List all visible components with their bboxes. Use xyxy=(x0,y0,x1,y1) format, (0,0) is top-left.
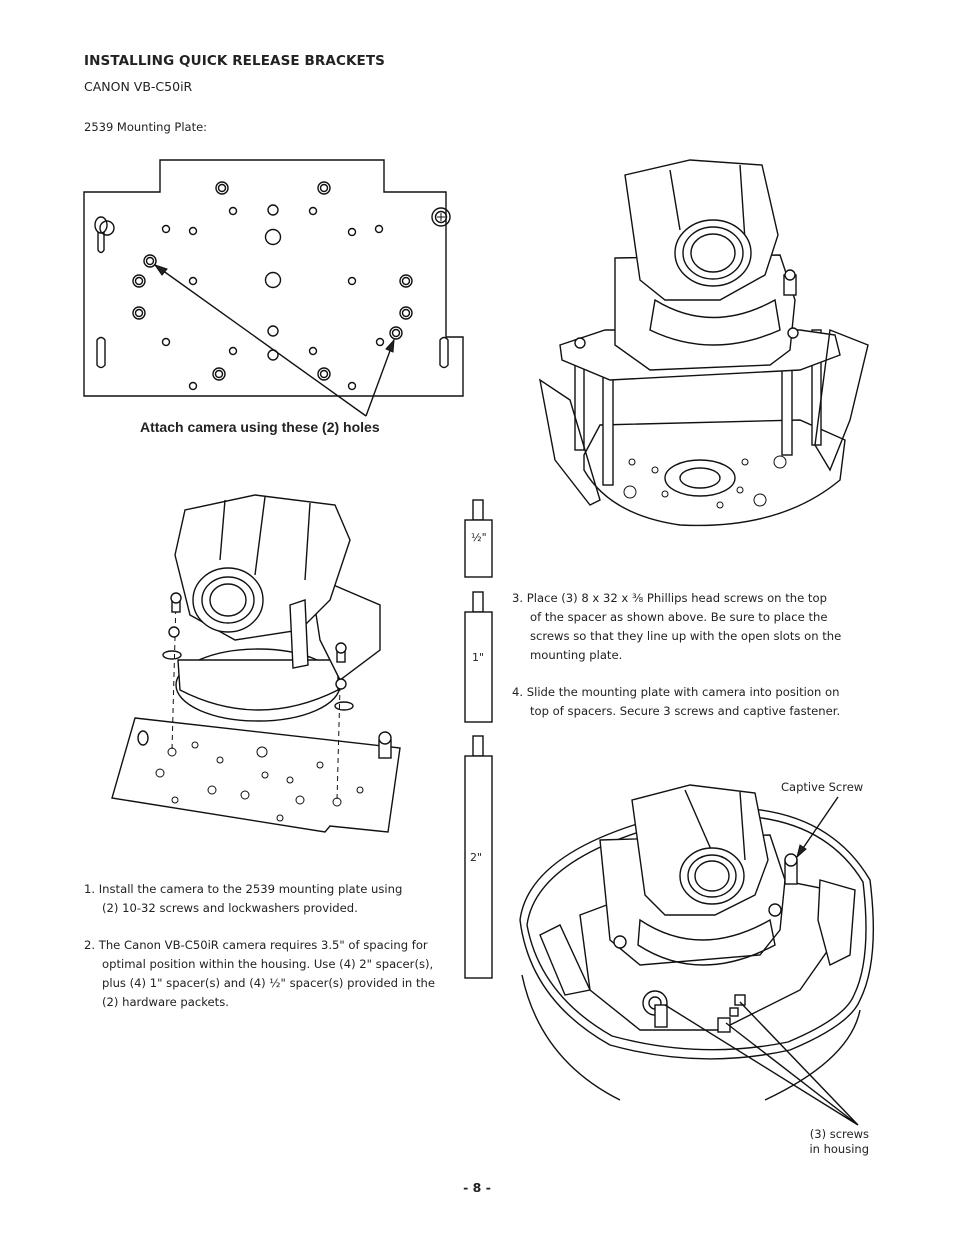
step-2-line-1: 2. The Canon VB-C50iR camera requires 3.… xyxy=(84,938,428,952)
step-2-line-2: optimal position within the housing. Use… xyxy=(102,957,434,971)
page-number: - 8 - xyxy=(463,1180,491,1195)
step-2: 2. The Canon VB-C50iR camera requires 3.… xyxy=(84,936,454,1012)
step-3-line-4: mounting plate. xyxy=(530,648,623,662)
step-4-line-1: 4. Slide the mounting plate with camera … xyxy=(512,685,840,699)
step-3-line-2: of the spacer as shown above. Be sure to… xyxy=(530,610,828,624)
step-3: 3. Place (3) 8 x 32 x ⅜ Phillips head sc… xyxy=(512,589,872,665)
spacer-one-inch xyxy=(464,591,493,723)
section-heading: INSTALLING QUICK RELEASE BRACKETS xyxy=(84,53,385,69)
spacer-half-inch xyxy=(464,499,493,578)
captive-screw-callout: Captive Screw xyxy=(781,780,864,794)
housing-screws-callout: (3) screws in housing xyxy=(805,1127,869,1157)
spacer-two-inch xyxy=(464,735,493,979)
camera-model: CANON VB-C50iR xyxy=(84,79,193,94)
plate-label: 2539 Mounting Plate: xyxy=(84,120,208,134)
step-1-line-2: (2) 10-32 screws and lockwashers provide… xyxy=(102,901,358,915)
step-1: 1. Install the camera to the 2539 mounti… xyxy=(84,880,454,918)
housing-screws-line-1: (3) screws xyxy=(809,1127,869,1141)
step-4-line-2: top of spacers. Secure 3 screws and capt… xyxy=(530,704,841,718)
step-3-line-3: screws so that they line up with the ope… xyxy=(530,629,842,643)
spacer-half-label: ½" xyxy=(471,531,487,544)
step-2-line-3: plus (4) 1" spacer(s) and (4) ½" spacer(… xyxy=(102,976,435,990)
step-1-line-1: 1. Install the camera to the 2539 mounti… xyxy=(84,882,403,896)
housing-screws-line-2: in housing xyxy=(809,1142,869,1156)
step-3-line-1: 3. Place (3) 8 x 32 x ⅜ Phillips head sc… xyxy=(512,591,827,605)
spacer-two-label: 2" xyxy=(470,851,483,864)
step-4: 4. Slide the mounting plate with camera … xyxy=(512,683,872,721)
spacer-one-label: 1" xyxy=(472,651,485,664)
step-2-line-4: (2) hardware packets. xyxy=(102,995,229,1009)
plate-caption: Attach camera using these (2) holes xyxy=(140,419,380,435)
